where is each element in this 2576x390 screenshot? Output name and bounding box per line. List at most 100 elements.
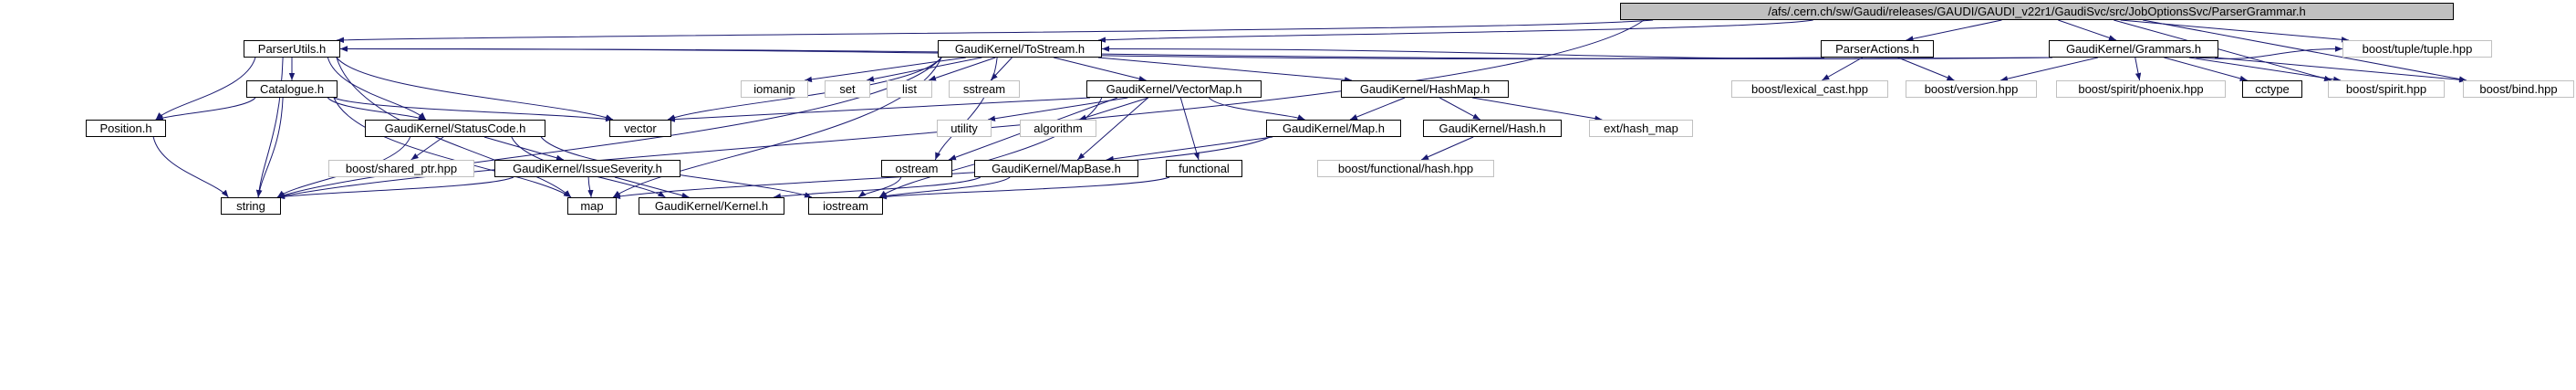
graph-edge-parserutils-to-statuscode (327, 57, 427, 121)
graph-node-map_h[interactable]: GaudiKernel/Map.h (1266, 120, 1401, 137)
graph-node-label: ext/hash_map (1604, 121, 1678, 135)
graph-node-label: GaudiKernel/StatusCode.h (384, 121, 526, 135)
graph-node-hashmap[interactable]: GaudiKernel/HashMap.h (1341, 80, 1509, 98)
graph-node-label: boost/functional/hash.hpp (1337, 162, 1474, 175)
graph-node-sstream[interactable]: sstream (949, 80, 1020, 98)
graph-node-tostream[interactable]: GaudiKernel/ToStream.h (938, 40, 1102, 58)
graph-node-root[interactable]: /afs/.cern.ch/sw/Gaudi/releases/GAUDI/GA… (1620, 3, 2454, 20)
graph-node-label: ParserActions.h (1835, 42, 1919, 56)
graph-edge-vectormap-to-vector (667, 97, 1091, 122)
graph-node-label: Catalogue.h (259, 82, 325, 96)
graph-edge-map_h-to-mapbase (1106, 136, 1273, 163)
graph-node-label: boost/bind.hpp (2479, 82, 2558, 96)
graph-edge-ostream-to-iostream (857, 176, 902, 198)
graph-node-map[interactable]: map (567, 197, 617, 215)
graph-edge-statuscode-to-sharedptr (410, 136, 444, 161)
graph-node-boostbind[interactable]: boost/bind.hpp (2463, 80, 2574, 98)
graph-edge-tostream-to-vectormap (1054, 57, 1147, 82)
graph-node-label: algorithm (1034, 121, 1083, 135)
graph-node-issueseverity[interactable]: GaudiKernel/IssueSeverity.h (494, 160, 680, 177)
graph-node-label: boost/spirit.hpp (2345, 82, 2427, 96)
graph-node-parserutils[interactable]: ParserUtils.h (244, 40, 340, 58)
graph-node-label: functional (1179, 162, 1230, 175)
graph-edge-tostream-to-ostream (934, 57, 998, 161)
graph-edge-catalogue-to-position (155, 97, 256, 121)
graph-edge-grammars-to-boostspirit (2188, 57, 2342, 82)
graph-node-statuscode[interactable]: GaudiKernel/StatusCode.h (365, 120, 545, 137)
graph-node-mapbase[interactable]: GaudiKernel/MapBase.h (974, 160, 1138, 177)
graph-node-boostversion[interactable]: boost/version.hpp (1906, 80, 2037, 98)
graph-edge-grammars-to-boosttuple (2196, 46, 2343, 59)
graph-edge-functional-to-iostream (878, 176, 1170, 200)
graph-node-ostream[interactable]: ostream (881, 160, 952, 177)
graph-node-label: GaudiKernel/HashMap.h (1359, 82, 1491, 96)
graph-edge-hashmap-to-map_h (1349, 97, 1406, 121)
graph-node-vector[interactable]: vector (609, 120, 671, 137)
graph-edge-catalogue-to-vector (333, 97, 614, 122)
graph-edge-catalogue-to-statuscode (327, 97, 426, 121)
graph-node-label: iomanip (753, 82, 795, 96)
graph-edge-vectormap-to-functional (1179, 97, 1200, 161)
graph-edge-map_h-to-map (612, 136, 1271, 200)
graph-node-catalogue[interactable]: Catalogue.h (246, 80, 338, 98)
graph-node-functional[interactable]: functional (1166, 160, 1242, 177)
graph-edge-mapbase-to-kernel (773, 176, 982, 199)
graph-node-boostspirit[interactable]: boost/spirit.hpp (2328, 80, 2445, 98)
graph-edge-root-to-grammars (2058, 19, 2117, 41)
graph-edge-root-to-boostspirit (2114, 19, 2332, 81)
graph-node-cctype[interactable]: cctype (2242, 80, 2302, 98)
graph-node-label: GaudiKernel/VectorMap.h (1106, 82, 1242, 96)
graph-edge-tostream-to-list (928, 57, 996, 81)
graph-node-position[interactable]: Position.h (86, 120, 166, 137)
graph-node-lexicalcast[interactable]: boost/lexical_cast.hpp (1731, 80, 1888, 98)
graph-edge-catalogue-to-map (333, 97, 572, 198)
graph-node-label: map (580, 199, 604, 213)
graph-edge-vectormap-to-mapbase (1076, 97, 1148, 161)
graph-edge-vectormap-to-iostream (878, 97, 1103, 198)
graph-node-fhash[interactable]: boost/functional/hash.hpp (1317, 160, 1494, 177)
graph-node-label: boost/version.hpp (1924, 82, 2019, 96)
graph-edge-statuscode-to-issueseverity (483, 136, 565, 161)
graph-node-list[interactable]: list (887, 80, 932, 98)
graph-node-algorithm[interactable]: algorithm (1020, 120, 1096, 137)
graph-node-hash_h[interactable]: GaudiKernel/Hash.h (1423, 120, 1562, 137)
graph-edge-parserutils-to-vector (336, 57, 614, 121)
graph-node-label: list (902, 82, 917, 96)
graph-node-phoenix[interactable]: boost/spirit/phoenix.hpp (2056, 80, 2226, 98)
graph-edge-tostream-to-sstream (990, 57, 1013, 81)
graph-node-iomanip[interactable]: iomanip (741, 80, 808, 98)
graph-edge-issueseverity-to-string (276, 176, 514, 200)
graph-edge-root-to-parserutils (336, 19, 1654, 44)
graph-edge-grammars-to-parserutils (339, 46, 2053, 59)
graph-node-label: GaudiKernel/MapBase.h (992, 162, 1121, 175)
graph-edge-position-to-string (152, 136, 229, 198)
graph-node-set[interactable]: set (825, 80, 870, 98)
graph-edge-grammars-to-tostream (1101, 46, 2053, 59)
graph-node-iostream[interactable]: iostream (808, 197, 883, 215)
graph-edge-grammars-to-boostversion (2000, 57, 2098, 82)
graph-edge-grammars-to-cctype (2164, 57, 2248, 81)
graph-edge-vectormap-to-map_h (1209, 97, 1305, 121)
graph-node-utility[interactable]: utility (937, 120, 992, 137)
graph-node-sharedptr[interactable]: boost/shared_ptr.hpp (328, 160, 474, 177)
graph-node-vectormap[interactable]: GaudiKernel/VectorMap.h (1086, 80, 1262, 98)
graph-node-boosttuple[interactable]: boost/tuple/tuple.hpp (2342, 40, 2492, 58)
graph-edge-tostream-to-hashmap (1097, 57, 1353, 83)
graph-node-label: GaudiKernel/Hash.h (1439, 121, 1546, 135)
graph-node-label: ParserUtils.h (257, 42, 327, 56)
graph-node-label: cctype (2255, 82, 2290, 96)
graph-node-grammars[interactable]: GaudiKernel/Grammars.h (2049, 40, 2218, 58)
graph-edge-tostream-to-iomanip (804, 57, 966, 83)
graph-node-parseractions[interactable]: ParserActions.h (1821, 40, 1934, 58)
graph-node-exthashmap[interactable]: ext/hash_map (1589, 120, 1693, 137)
graph-edge-parseractions-to-lexicalcast (1822, 57, 1863, 81)
graph-edge-mapbase-to-iostream (878, 176, 1011, 199)
graph-node-label: iostream (823, 199, 868, 213)
graph-node-label: boost/tuple/tuple.hpp (2362, 42, 2473, 56)
graph-node-label: boost/lexical_cast.hpp (1751, 82, 1868, 96)
graph-node-kernel[interactable]: GaudiKernel/Kernel.h (639, 197, 784, 215)
graph-node-string[interactable]: string (221, 197, 281, 215)
graph-edge-grammars-to-phoenix (2135, 57, 2142, 81)
